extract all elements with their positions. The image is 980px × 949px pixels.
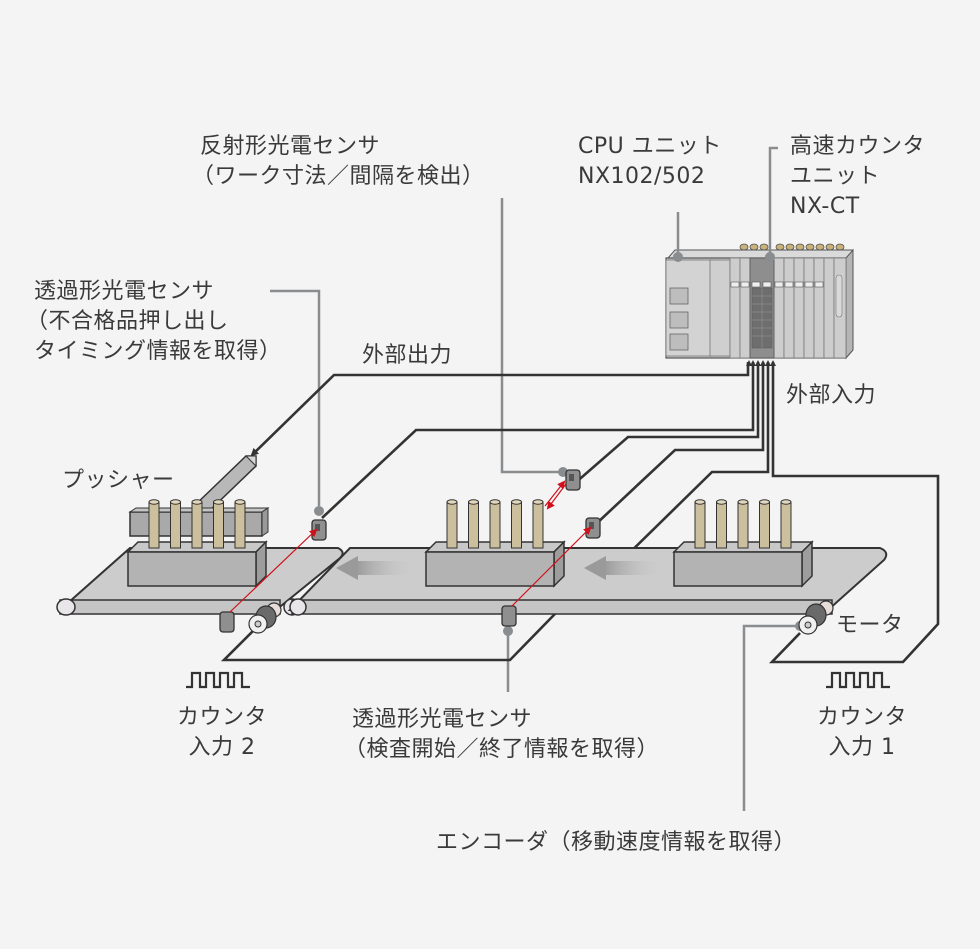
beam-inspect	[511, 526, 592, 607]
counter-input-1-wire	[768, 362, 940, 664]
through-beam-reject-label: 透過形光電センサ （不合格品押し出し タイミング情報を取得）	[26, 277, 282, 367]
work-pin	[148, 499, 160, 549]
external-output-label: 外部出力	[362, 343, 453, 368]
label-line: カウンタ	[816, 705, 907, 730]
work-pin	[532, 499, 544, 549]
work-pin	[468, 499, 479, 549]
pusher-arm	[190, 455, 257, 517]
leader-lines	[270, 146, 800, 811]
reflective-sensor[interactable]	[565, 469, 581, 491]
work-pin	[716, 499, 727, 549]
external-output-wire	[250, 362, 750, 457]
input-wire-reflective-sensor	[573, 362, 760, 485]
arrow-left-icon	[336, 556, 416, 580]
work-pin	[759, 499, 770, 549]
pusher-label: プッシャー	[62, 468, 175, 493]
label-line: 高速カウンタ	[790, 134, 926, 159]
label-line: カウンタ	[176, 705, 267, 730]
work-pin	[234, 499, 246, 549]
counter-input-2-label: カウンタ 入力 2	[172, 703, 272, 763]
pulse-waveform-icon	[826, 671, 890, 689]
work-block-incoming	[672, 499, 814, 588]
label-line: （検査開始／終了情報を取得）	[344, 737, 660, 762]
encoder-2[interactable]	[248, 602, 282, 634]
label-line: ユニット	[790, 164, 881, 189]
input-wire-inspect-sensor	[595, 362, 765, 525]
work-pin	[191, 499, 203, 549]
through-beam-inspect-receiver[interactable]	[585, 517, 601, 539]
label-line: 反射形光電センサ	[200, 134, 381, 159]
signal-wires	[220, 362, 940, 664]
beam-reflective-out	[546, 483, 567, 510]
label-line: （不合格品押し出し	[26, 309, 229, 334]
arrow-left-icon	[584, 556, 664, 580]
label-line: 入力 1	[828, 735, 896, 760]
motor-label: モータ	[836, 613, 904, 638]
label-line: 透過形光電センサ	[352, 707, 533, 732]
label-line: NX102/502	[578, 164, 706, 189]
beam-reflective-back	[544, 480, 566, 507]
label-line: 入力 2	[188, 735, 256, 760]
label-line: （ワーク寸法／間隔を検出）	[192, 164, 485, 189]
encoder-label: エンコーダ（移動速度情報を取得）	[436, 830, 797, 855]
label-line: 透過形光電センサ	[34, 279, 215, 304]
high-speed-counter-module[interactable]	[749, 257, 775, 359]
work-pin	[511, 499, 522, 549]
through-beam-reject-receiver[interactable]	[311, 519, 327, 541]
reflective-sensor-label: 反射形光電センサ （ワーク寸法／間隔を検出）	[192, 132, 485, 192]
through-beam-inspect-label: 透過形光電センサ （検査開始／終了情報を取得）	[344, 705, 659, 765]
through-beam-inspect-emitter[interactable]	[501, 605, 517, 627]
beam-reject	[229, 528, 318, 613]
label-line: タイミング情報を取得）	[34, 339, 282, 364]
work-block-rejected	[126, 499, 268, 588]
encoder-1-motor[interactable]	[798, 600, 834, 635]
counter-input-1-label: カウンタ 入力 1	[812, 703, 912, 763]
work-pin	[170, 499, 181, 549]
label-line: NX-CT	[790, 194, 860, 219]
work-pin	[737, 499, 749, 549]
cpu-unit-label: CPU ユニット NX102/502	[578, 132, 722, 192]
input-arrowheads	[746, 360, 776, 366]
work-pin	[694, 499, 706, 549]
plc-rack[interactable]	[665, 243, 854, 360]
input-wire-reject-sensor	[321, 362, 755, 519]
counter-unit-label: 高速カウンタ ユニット NX-CT	[790, 132, 925, 222]
pulse-waveform-icon	[186, 671, 250, 689]
through-beam-reject-emitter[interactable]	[219, 611, 235, 633]
work-pin	[489, 499, 501, 549]
external-input-label: 外部入力	[786, 383, 877, 408]
work-pin	[446, 499, 458, 549]
counter-input-2-wire	[611, 362, 770, 571]
label-line: CPU ユニット	[578, 134, 722, 159]
work-block-inspection	[424, 499, 566, 588]
work-pin	[780, 499, 792, 549]
work-pin	[213, 499, 224, 549]
terminal-screws	[739, 243, 845, 251]
